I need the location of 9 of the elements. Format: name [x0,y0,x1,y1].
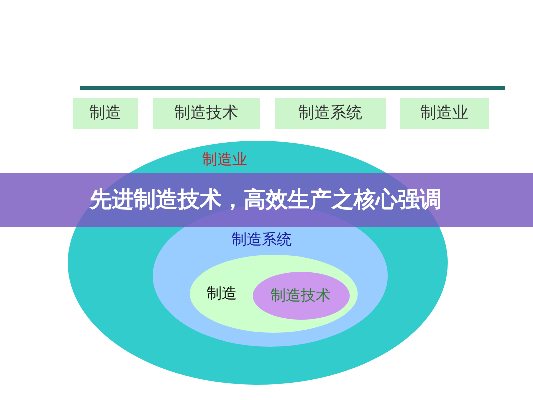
region-label: 制造业 [202,150,248,170]
term-box: 制造系统 [275,98,386,129]
term-box: 制造技术 [153,98,260,129]
title: 先进制造技术，高效生产之核心强调 [90,186,442,215]
term-box: 制造 [73,98,138,129]
region-label: 制造系统 [232,230,292,250]
term-box: 制造业 [400,98,489,129]
region-label: 制造 [207,284,237,304]
region-label: 制造技术 [271,286,331,306]
